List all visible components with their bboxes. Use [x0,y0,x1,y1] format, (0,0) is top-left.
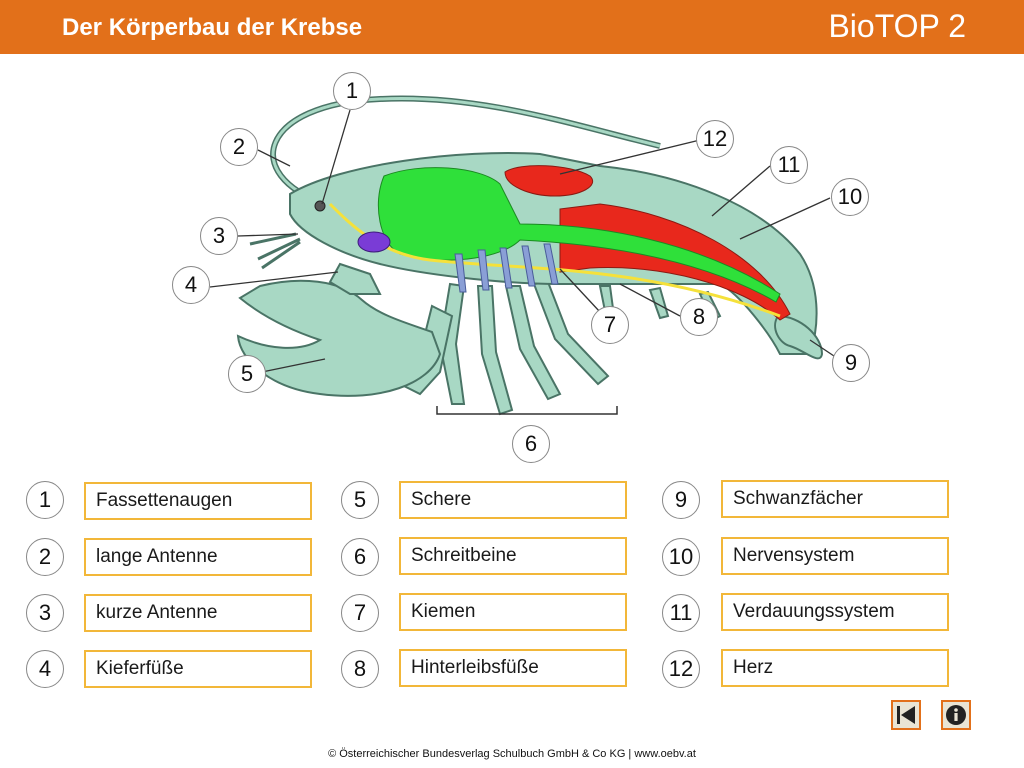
legend-number-9: 9 [662,481,700,519]
tail-fan-shape [774,314,824,360]
legend-label-2[interactable]: lange Antenne [84,538,312,576]
legend-label-1[interactable]: Fassettenaugen [84,482,312,520]
stomach-shape [357,231,391,253]
heart-shape [504,165,593,197]
marker-10: 10 [831,178,869,216]
eye-shape [314,200,326,212]
walking-legs-shape [438,280,610,416]
claw-shape [236,279,454,397]
legend-label-10[interactable]: Nervensystem [721,537,949,575]
marker-5: 5 [228,355,266,393]
marker-11: 11 [770,146,808,184]
marker-9: 9 [832,344,870,382]
legend-label-5[interactable]: Schere [399,481,627,519]
legend-number-2: 2 [26,538,64,576]
leader-lines [209,109,835,373]
legend-label-4[interactable]: Kieferfüße [84,650,312,688]
marker-3: 3 [200,217,238,255]
legend-label-7[interactable]: Kiemen [399,593,627,631]
legend-label-3[interactable]: kurze Antenne [84,594,312,632]
marker-6: 6 [512,425,550,463]
skip-back-icon [897,706,915,724]
crayfish-illustration [209,95,835,416]
marker-2: 2 [220,128,258,166]
legend-number-3: 3 [26,594,64,632]
legend-label-11[interactable]: Verdauungssystem [721,593,949,631]
legend-number-6: 6 [341,538,379,576]
legend-number-1: 1 [26,481,64,519]
crayfish-diagram: 1 2 3 4 5 6 7 8 9 10 11 12 [0,54,1024,474]
nerve-system-shape [328,202,781,318]
legend-number-12: 12 [662,650,700,688]
page-title: Der Körperbau der Krebse [62,14,363,41]
marker-1: 1 [333,72,371,110]
legend-number-10: 10 [662,538,700,576]
marker-8: 8 [680,298,718,336]
legend-label-8[interactable]: Hinterleibsfüße [399,649,627,687]
legend-number-4: 4 [26,650,64,688]
back-button[interactable] [891,700,921,730]
marker-4: 4 [172,266,210,304]
legend-number-11: 11 [662,594,700,632]
legend-number-7: 7 [341,594,379,632]
legend-label-9[interactable]: Schwanzfächer [721,480,949,518]
marker-12: 12 [696,120,734,158]
legend-label-12[interactable]: Herz [721,649,949,687]
legend-number-8: 8 [341,650,379,688]
info-icon [946,705,966,725]
legend-number-5: 5 [341,481,379,519]
header-bar: Der Körperbau der Krebse BioTOP 2 [0,0,1024,54]
copyright-footer: © Österreichischer Bundesverlag Schulbuc… [328,748,696,760]
gills-shape [454,243,559,293]
walking-legs-bracket [436,406,618,415]
maxillipeds-shape [328,262,382,295]
info-button[interactable] [941,700,971,730]
brand-logo-text: BioTOP 2 [828,8,966,44]
marker-7: 7 [591,306,629,344]
legend-label-6[interactable]: Schreitbeine [399,537,627,575]
